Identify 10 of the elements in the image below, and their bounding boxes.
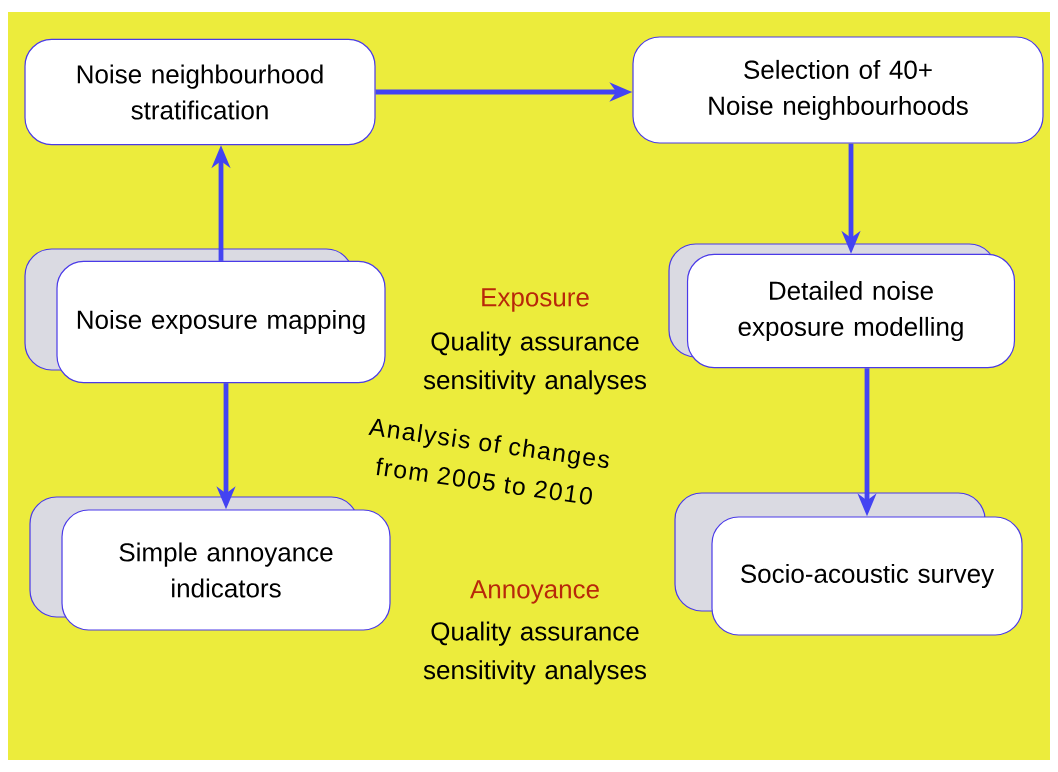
note-text: Quality assurance sensitivity analyses	[423, 331, 646, 395]
process-box: Selection of 40+ Noise neighbourhoods	[632, 36, 1044, 144]
note-text: Quality assurance sensitivity analyses	[423, 621, 646, 685]
section-heading: Exposure	[482, 288, 589, 312]
stacked-box: Detailed noise exposure modelling	[668, 243, 1016, 369]
process-box: Noise neighbourhood stratification	[24, 38, 376, 146]
stacked-box: Noise exposure mapping	[24, 248, 386, 384]
stacked-box: Socio-acoustic survey	[674, 492, 1023, 636]
stacked-box: Simple annoyance indicators	[29, 496, 391, 631]
section-heading: Annoyance	[470, 580, 599, 604]
